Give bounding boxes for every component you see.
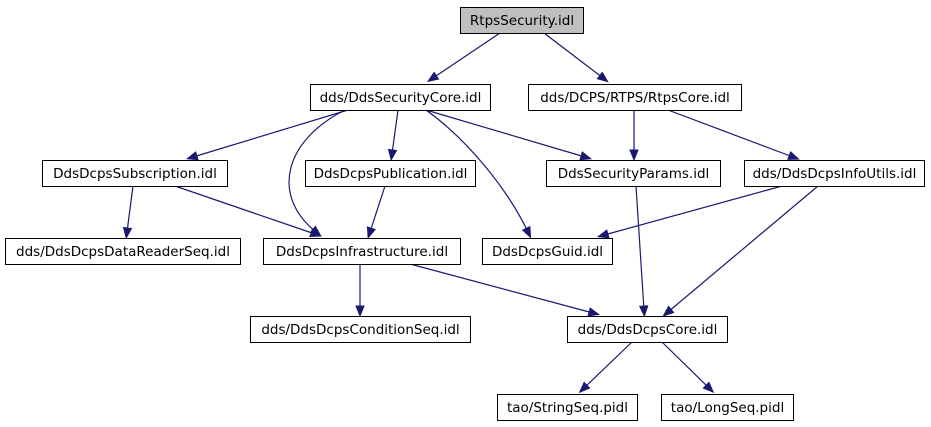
- node-infrastructure[interactable]: DdsDcpsInfrastructure.idl: [263, 238, 461, 265]
- node-info-utils[interactable]: dds/DdsDcpsInfoUtils.idl: [744, 160, 925, 187]
- node-box[interactable]: [497, 394, 638, 421]
- node-security-params[interactable]: DdsSecurityParams.idl: [546, 160, 721, 187]
- edge-subscription-to-datareader-seq: [126, 185, 134, 233]
- node-label: DdsDcpsSubscription.idl: [53, 166, 217, 182]
- node-box[interactable]: [482, 238, 613, 265]
- node-label: dds/DdsSecurityCore.idl: [320, 90, 482, 106]
- edge-dds-security-core-to-security-params: [425, 109, 586, 158]
- node-label: DdsSecurityParams.idl: [558, 166, 710, 182]
- arrowhead-icon: [366, 226, 376, 239]
- node-datareader-seq[interactable]: dds/DdsDcpsDataReaderSeq.idl: [5, 238, 241, 265]
- edge-dds-security-core-to-publication: [391, 109, 399, 155]
- node-box[interactable]: [460, 7, 584, 34]
- node-box[interactable]: [310, 84, 491, 111]
- arrowhead-icon: [387, 148, 398, 162]
- node-guid[interactable]: DdsDcpsGuid.idl: [482, 238, 613, 265]
- edge-rtps-core-to-info-utils: [667, 109, 794, 158]
- edge-dds-security-core-to-infrastructure: [288, 109, 346, 233]
- arrowhead-icon: [662, 305, 675, 317]
- arrowhead-icon: [638, 305, 649, 318]
- node-box[interactable]: [546, 160, 721, 187]
- node-label: RtpsSecurity.idl: [470, 13, 574, 29]
- node-label: dds/DdsDcpsCore.idl: [578, 322, 718, 338]
- edge-info-utils-to-dcps-core: [667, 185, 819, 313]
- arrowhead-icon: [587, 307, 601, 317]
- arrowhead-icon: [787, 150, 800, 160]
- node-rtps-core[interactable]: dds/DCPS/RTPS/RtpsCore.idl: [528, 84, 742, 111]
- arrowhead-icon: [596, 229, 610, 239]
- arrowhead-icon: [578, 381, 591, 394]
- node-box[interactable]: [305, 160, 476, 187]
- arrowhead-icon: [355, 305, 365, 318]
- nodes-layer: RtpsSecurity.idl dds/DdsSecurityCore.idl d…: [5, 7, 925, 421]
- node-publication[interactable]: DdsDcpsPublication.idl: [305, 160, 476, 187]
- edge-infrastructure-to-dcps-core: [409, 263, 594, 314]
- arrowhead-icon: [579, 151, 593, 161]
- edge-rtps-security-to-rtps-core: [543, 32, 604, 79]
- node-label: tao/StringSeq.pidl: [507, 400, 628, 416]
- node-box[interactable]: [567, 316, 728, 343]
- node-dcps-core[interactable]: dds/DdsDcpsCore.idl: [567, 316, 728, 343]
- node-rtps-security[interactable]: RtpsSecurity.idl: [460, 7, 584, 34]
- node-subscription[interactable]: DdsDcpsSubscription.idl: [42, 160, 228, 187]
- arrowhead-icon: [629, 149, 639, 162]
- arrowhead-icon: [702, 381, 715, 394]
- arrowhead-icon: [185, 151, 199, 161]
- edge-info-utils-to-guid: [603, 185, 783, 236]
- edge-dds-security-core-to-guid: [425, 109, 529, 233]
- node-box[interactable]: [42, 160, 228, 187]
- node-label: DdsDcpsInfrastructure.idl: [276, 244, 448, 260]
- node-label: dds/DdsDcpsInfoUtils.idl: [753, 166, 917, 182]
- node-string-seq[interactable]: tao/StringSeq.pidl: [497, 394, 638, 421]
- node-box[interactable]: [528, 84, 742, 111]
- node-label: tao/LongSeq.pidl: [671, 400, 784, 416]
- node-box[interactable]: [250, 316, 471, 343]
- node-long-seq[interactable]: tao/LongSeq.pidl: [661, 394, 794, 421]
- edge-subscription-to-infrastructure: [174, 185, 316, 235]
- edge-rtps-security-to-dds-security-core: [432, 32, 501, 79]
- arrowhead-icon: [596, 71, 609, 83]
- arrowhead-icon: [309, 228, 322, 238]
- node-box[interactable]: [5, 238, 241, 265]
- edge-dds-security-core-to-subscription: [192, 109, 349, 158]
- node-box[interactable]: [661, 394, 794, 421]
- edge-security-params-to-dcps-core: [635, 185, 645, 311]
- node-label: DdsDcpsPublication.idl: [314, 166, 468, 182]
- node-label: dds/DdsDcpsConditionSeq.idl: [261, 322, 459, 338]
- arrowhead-icon: [521, 225, 532, 239]
- edge-publication-to-infrastructure: [369, 185, 386, 233]
- node-dds-security-core[interactable]: dds/DdsSecurityCore.idl: [310, 84, 491, 111]
- arrowhead-icon: [426, 71, 440, 83]
- node-label: dds/DCPS/RTPS/RtpsCore.idl: [540, 90, 730, 106]
- node-box[interactable]: [263, 238, 461, 265]
- node-label: DdsDcpsGuid.idl: [492, 244, 603, 260]
- node-condition-seq[interactable]: dds/DdsDcpsConditionSeq.idl: [250, 316, 471, 343]
- node-label: dds/DdsDcpsDataReaderSeq.idl: [16, 244, 230, 260]
- edge-dcps-core-to-long-seq: [661, 341, 710, 389]
- edges-layer: [122, 32, 819, 394]
- edge-dcps-core-to-string-seq: [583, 341, 633, 389]
- arrowhead-icon: [122, 226, 133, 240]
- node-box[interactable]: [744, 160, 925, 187]
